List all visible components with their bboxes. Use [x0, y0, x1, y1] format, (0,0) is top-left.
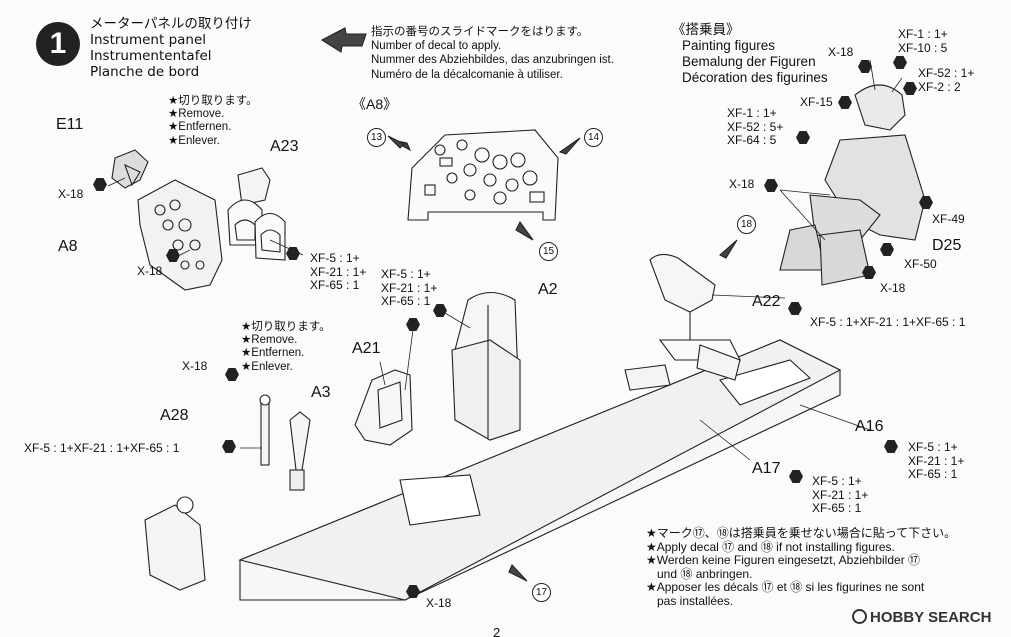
- paint-hex-icon: [222, 440, 236, 453]
- arrow-icon: [719, 239, 738, 259]
- part-d25-label: D25: [932, 237, 962, 254]
- pilot-figure: [779, 84, 926, 286]
- paint-hex-icon: [225, 368, 239, 381]
- color-x18-floor: X-18: [426, 596, 452, 610]
- paint-hex-icon: [919, 196, 933, 209]
- paint-hex-icon: [286, 247, 300, 260]
- part-a8-label: A8: [58, 238, 78, 255]
- decal-note: 指示の番号のスライドマークをはります。 Number of decal to a…: [371, 24, 614, 81]
- paint-hex-icon: [433, 304, 447, 317]
- color-a16: XF-5 : 1+ XF-21 : 1+ XF-65 : 1: [908, 440, 965, 481]
- throttle-quadrant: [144, 496, 206, 591]
- arrow-icon: [515, 220, 534, 241]
- part-a16-label: A16: [855, 418, 884, 435]
- paint-hex-icon: [166, 249, 180, 262]
- arrow-icon: [508, 564, 528, 582]
- decal-15: 15: [539, 242, 558, 261]
- instrument-panel-a8: [137, 179, 223, 291]
- color-a28: XF-5 : 1+XF-21 : 1+XF-65 : 1: [24, 441, 180, 455]
- paint-hex-icon: [406, 585, 420, 598]
- color-a21: XF-5 : 1+ XF-21 : 1+ XF-65 : 1: [381, 267, 438, 308]
- decal-arrow-icon: [320, 27, 367, 53]
- part-e11-label: E11: [56, 116, 84, 133]
- paint-hex-icon: [93, 178, 107, 191]
- remove-note-2: ★切り取ります。 ★Remove. ★Entfernen. ★Enlever.: [241, 319, 331, 373]
- color-fig-x18: X-18: [828, 45, 854, 59]
- part-a2: [451, 291, 521, 441]
- step-title: メーターパネルの取り付け Instrument panel Instrument…: [90, 16, 252, 80]
- part-a23: [227, 167, 286, 261]
- paint-hex-icon: [796, 131, 810, 144]
- part-a3: [289, 411, 311, 491]
- paint-hex-icon: [884, 440, 898, 453]
- part-a21-label: A21: [352, 340, 381, 357]
- part-a28: [259, 394, 271, 466]
- color-x18-a28: X-18: [182, 359, 208, 373]
- remove-note-1: ★切り取ります。 ★Remove. ★Entfernen. ★Enlever.: [168, 93, 258, 147]
- color-x18-a8: X-18: [137, 264, 163, 278]
- part-a21: [354, 369, 413, 446]
- part-a23-label: A23: [270, 138, 299, 155]
- paint-hex-icon: [406, 318, 420, 331]
- paint-hex-icon: [764, 179, 778, 192]
- paint-hex-icon: [838, 96, 852, 109]
- paint-hex-icon: [789, 470, 803, 483]
- arrow-icon: [558, 137, 581, 155]
- color-x18-e11: X-18: [58, 187, 84, 201]
- watermark-logo-icon: [852, 609, 867, 624]
- part-a2-label: A2: [538, 281, 558, 298]
- paint-hex-icon: [862, 266, 876, 279]
- color-fig-face: XF-52 : 1+ XF-2 : 2: [918, 66, 975, 94]
- decal-14: 14: [584, 128, 603, 147]
- figures-note: 《搭乗員》 Painting figures Bemalung der Figu…: [672, 22, 828, 85]
- color-a17: XF-5 : 1+ XF-21 : 1+ XF-65 : 1: [812, 474, 869, 515]
- detail-label: 《A8》: [352, 96, 398, 112]
- color-fig-xf50: XF-50: [904, 257, 937, 271]
- decal-13: 13: [367, 128, 386, 147]
- paint-hex-icon: [788, 302, 802, 315]
- color-fig-helmet: XF-1 : 1+ XF-10 : 5: [898, 27, 948, 55]
- step-number: 1: [36, 22, 80, 66]
- part-a28-label: A28: [160, 407, 189, 424]
- part-a3-label: A3: [311, 384, 331, 401]
- color-fig-xf49: XF-49: [932, 212, 965, 226]
- decal-18: 18: [737, 215, 756, 234]
- color-fig-x18-3: X-18: [880, 281, 906, 295]
- paint-hex-icon: [880, 243, 894, 256]
- watermark: HOBBY SEARCH: [852, 609, 991, 625]
- title-de: Instrumententafel: [90, 48, 212, 64]
- page-number: 2: [493, 625, 501, 637]
- detail-panel: [407, 129, 559, 221]
- paint-hex-icon: [903, 82, 917, 95]
- cockpit-floor: [238, 339, 842, 601]
- title-en: Instrument panel: [90, 32, 207, 48]
- bottom-note: ★マーク⑰、⑱は搭乗員を乗せない場合に貼って下さい。 ★Apply decal …: [646, 526, 957, 608]
- part-a22: [624, 253, 741, 391]
- color-fig-x18-2: X-18: [729, 177, 755, 191]
- color-a22: XF-5 : 1+XF-21 : 1+XF-65 : 1: [810, 315, 966, 329]
- paint-hex-icon: [893, 56, 907, 69]
- paint-hex-icon: [858, 60, 872, 73]
- color-a23: XF-5 : 1+ XF-21 : 1+ XF-65 : 1: [310, 251, 367, 292]
- color-fig-suit: XF-1 : 1+ XF-52 : 5+ XF-64 : 5: [727, 106, 784, 147]
- color-fig-xf15: XF-15: [800, 95, 833, 109]
- decal-17: 17: [532, 583, 551, 602]
- part-a17-label: A17: [752, 460, 781, 477]
- part-e11: [111, 149, 149, 189]
- title-fr: Planche de bord: [90, 64, 200, 80]
- arrow-icon: [387, 135, 405, 149]
- part-a22-label: A22: [752, 293, 781, 310]
- title-jp: メーターパネルの取り付け: [90, 16, 252, 32]
